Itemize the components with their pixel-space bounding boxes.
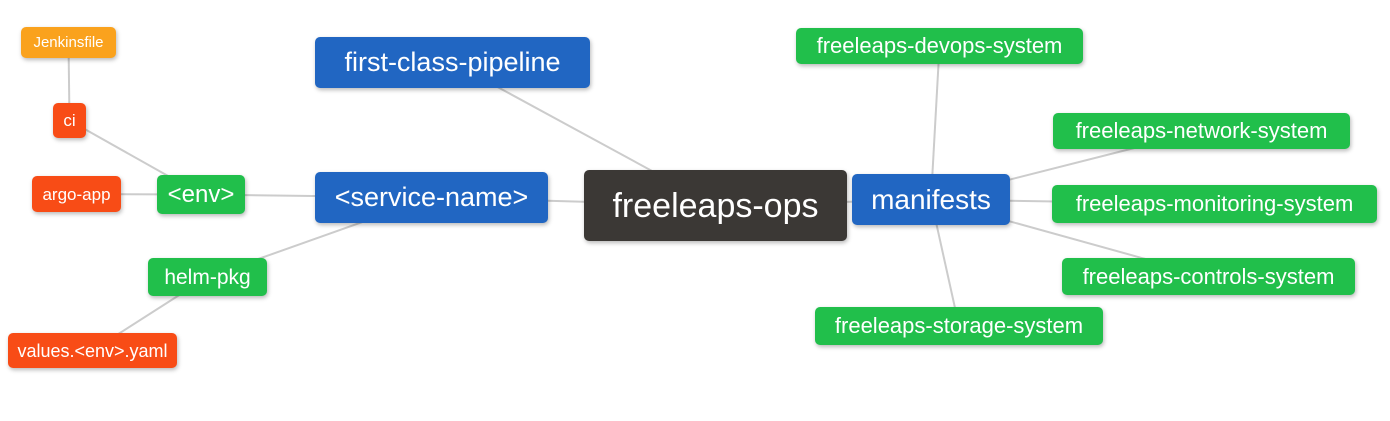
node-freeleaps-monitoring-system[interactable]: freeleaps-monitoring-system [1052, 185, 1377, 223]
node-label: ci [63, 111, 76, 130]
edge-manifests--freeleaps-devops-system [930, 45, 941, 200]
node-label: freeleaps-ops [612, 186, 819, 225]
node-jenkinsfile[interactable]: Jenkinsfile [21, 27, 116, 58]
node-values-env-yaml[interactable]: values.<env>.yaml [8, 333, 177, 368]
node-label: <env> [167, 180, 235, 208]
node-label: manifests [871, 183, 991, 215]
node-freeleaps-network-system[interactable]: freeleaps-network-system [1053, 113, 1350, 149]
node-label: freeleaps-controls-system [1082, 263, 1335, 289]
node-freeleaps-controls-system[interactable]: freeleaps-controls-system [1062, 258, 1355, 295]
node-freeleaps-devops-system[interactable]: freeleaps-devops-system [796, 28, 1083, 64]
node-freeleaps-ops[interactable]: freeleaps-ops [584, 170, 847, 241]
node-label: argo-app [42, 184, 111, 204]
node-helm-pkg[interactable]: helm-pkg [148, 258, 267, 296]
node-manifests[interactable]: manifests [852, 174, 1010, 225]
node-first-class-pipeline[interactable]: first-class-pipeline [315, 37, 590, 88]
node-label: <service-name> [334, 182, 529, 212]
node-label: Jenkinsfile [33, 34, 104, 51]
node-label: freeleaps-monitoring-system [1075, 191, 1354, 216]
node-ci[interactable]: ci [53, 103, 86, 138]
node-env[interactable]: <env> [157, 175, 245, 214]
node-label: first-class-pipeline [344, 47, 561, 77]
node-argo-app[interactable]: argo-app [32, 176, 121, 212]
node-label: freeleaps-devops-system [816, 33, 1063, 58]
node-label: freeleaps-network-system [1075, 118, 1328, 143]
node-service-name[interactable]: <service-name> [315, 172, 548, 223]
node-freeleaps-storage-system[interactable]: freeleaps-storage-system [815, 307, 1103, 345]
node-label: values.<env>.yaml [17, 340, 168, 361]
node-label: freeleaps-storage-system [834, 313, 1084, 338]
node-label: helm-pkg [164, 265, 251, 289]
